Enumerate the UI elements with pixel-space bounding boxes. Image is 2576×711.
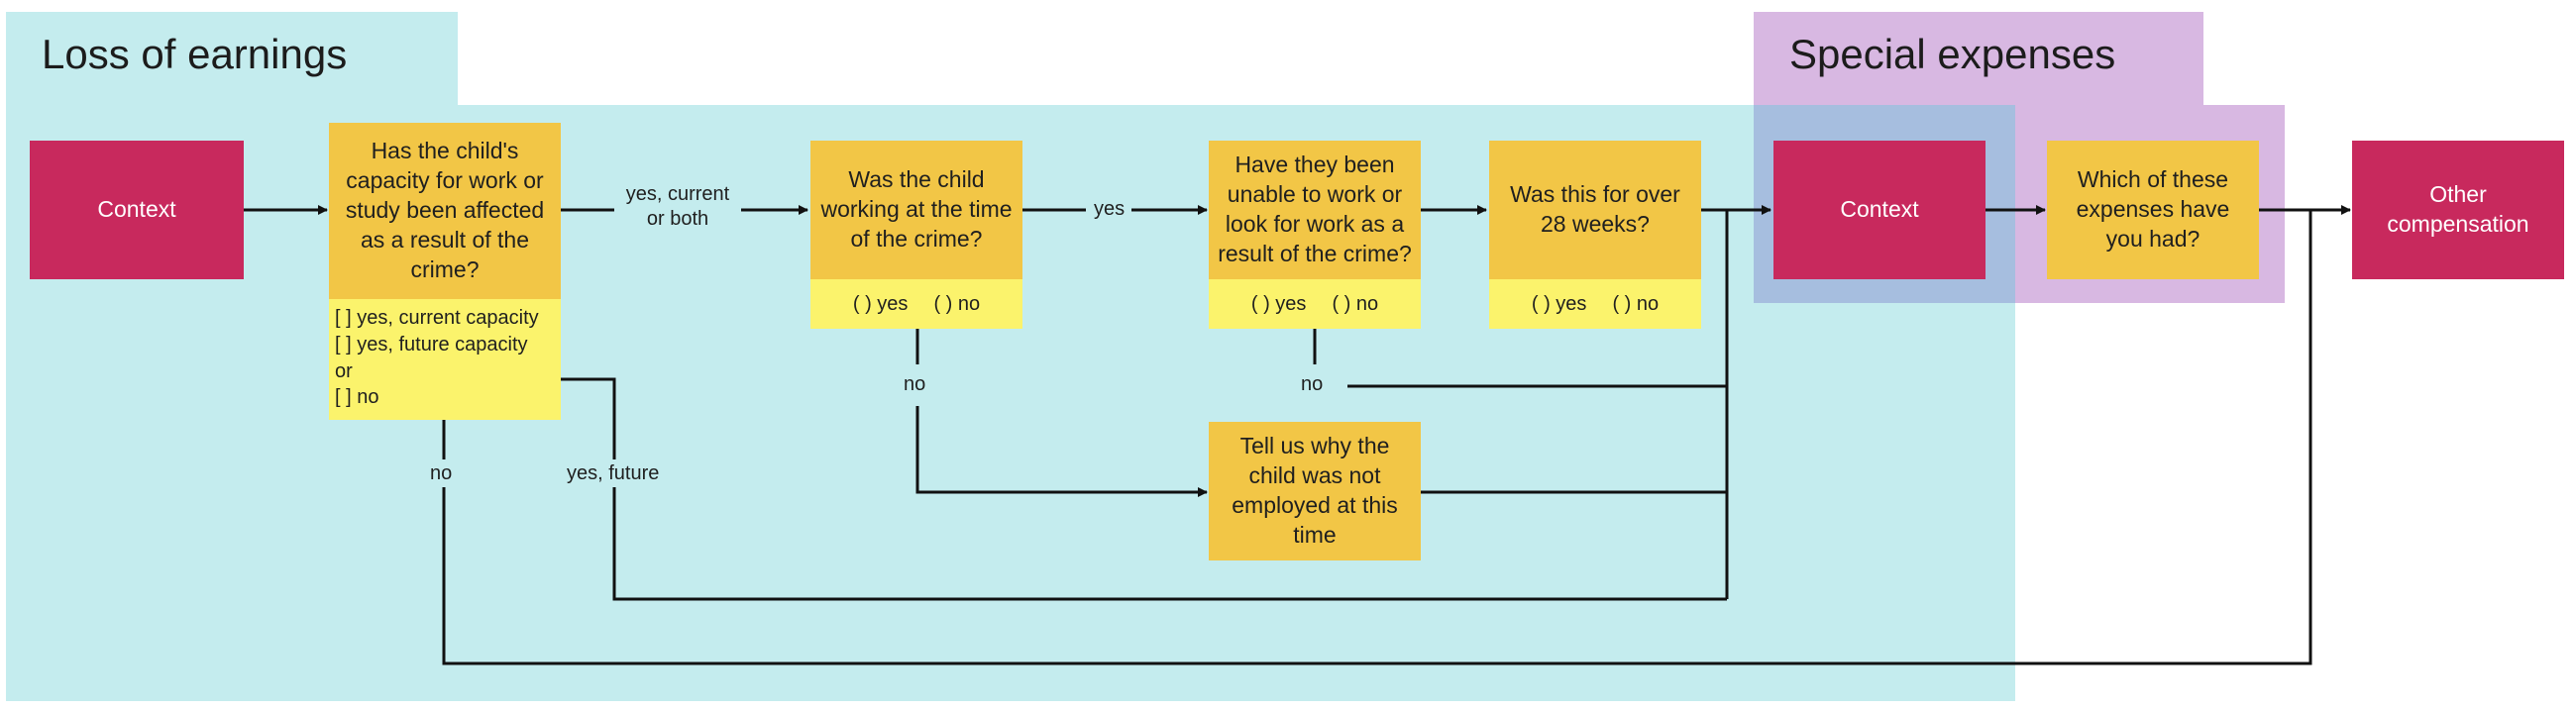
label-no-unable: no xyxy=(1295,372,1330,397)
edge-capacity-no xyxy=(442,210,2312,665)
edge-capacity-future xyxy=(561,377,1727,601)
why-not-employed-node: Tell us why the child was not employed a… xyxy=(1209,422,1421,560)
context-node: Context xyxy=(30,141,244,279)
option-yes-future[interactable]: [ ] yes, future capacity xyxy=(335,333,528,356)
loss-of-earnings-region xyxy=(6,12,458,107)
edge-working-no-to-why xyxy=(915,329,1207,492)
working-question-node: Was the child working at the time of the… xyxy=(810,141,1022,279)
label-no-working: no xyxy=(898,372,932,397)
weeks-radio-no[interactable]: ( ) no xyxy=(1612,292,1660,315)
capacity-question-node: Has the child's capacity for work or stu… xyxy=(329,123,561,299)
special-expenses-region xyxy=(1754,12,2203,107)
unable-options: ( ) yes ( ) no xyxy=(1209,279,1421,329)
option-no[interactable]: [ ] no xyxy=(335,386,379,409)
label-yes-future: yes, future xyxy=(561,461,666,486)
working-radio-yes[interactable]: ( ) yes xyxy=(852,292,909,315)
special-expenses-title: Special expenses xyxy=(1789,31,2116,77)
working-options: ( ) yes ( ) no xyxy=(810,279,1022,329)
capacity-options: [ ] yes, current capacity [ ] yes, futur… xyxy=(329,299,561,420)
label-no-capacity: no xyxy=(424,461,459,486)
weeks-question-node: Was this for over 28 weeks? xyxy=(1489,141,1701,279)
working-radio-no[interactable]: ( ) no xyxy=(933,292,981,315)
option-yes-current[interactable]: [ ] yes, current capacity xyxy=(335,307,539,329)
weeks-radio-yes[interactable]: ( ) yes xyxy=(1531,292,1587,315)
unable-question-node: Have they been unable to work or look fo… xyxy=(1209,141,1421,279)
label-yes-current-or-both: yes, current or both xyxy=(616,182,739,232)
other-compensation-node: Other compensation xyxy=(2352,141,2564,279)
unable-radio-no[interactable]: ( ) no xyxy=(1332,292,1379,315)
weeks-options: ( ) yes ( ) no xyxy=(1489,279,1701,329)
unable-radio-yes[interactable]: ( ) yes xyxy=(1250,292,1307,315)
edge-unable-no xyxy=(1313,329,1727,388)
loss-of-earnings-title: Loss of earnings xyxy=(42,31,348,77)
context-node-special: Context xyxy=(1773,141,1986,279)
expenses-question-node: Which of these expenses have you had? xyxy=(2047,141,2259,279)
option-or: or xyxy=(335,359,353,382)
label-yes: yes xyxy=(1088,197,1131,222)
